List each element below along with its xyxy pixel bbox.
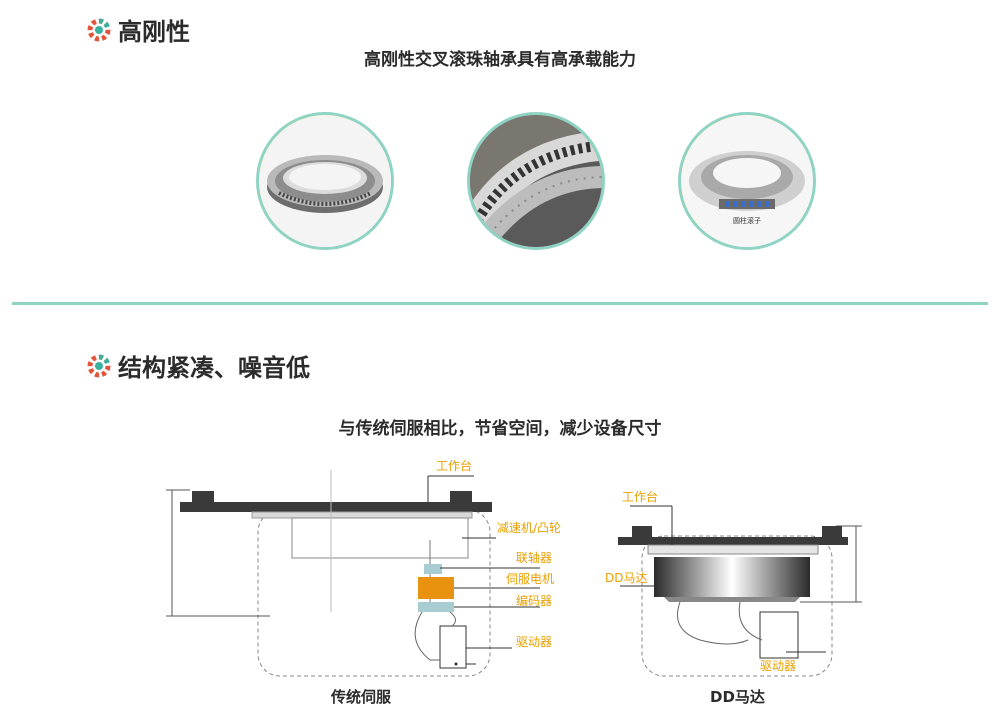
caption-traditional-servo: 传统伺服	[331, 688, 392, 706]
table-clamp	[632, 526, 652, 538]
section-subtitle: 与传统伺服相比，节省空间，减少设备尺寸	[338, 419, 662, 439]
section-subtitle: 高刚性交叉滚珠轴承具有高承载能力	[364, 50, 636, 70]
label-driver: 驱动器	[516, 635, 552, 649]
encoder-block	[418, 602, 454, 612]
label-coupling: 联轴器	[516, 550, 552, 565]
diagram-dd-motor: 工作台 DD马达 驱动器	[605, 489, 862, 677]
table-clamp	[192, 491, 214, 503]
diagram-traditional-servo: 工作台 减速机/凸轮 联轴器 伺服电机 编码器 驱动器	[166, 458, 561, 677]
section-title-compact: 结构紧凑、噪音低	[86, 348, 310, 383]
table-clamp	[450, 491, 472, 503]
gear-icon	[87, 18, 111, 41]
label-dd-motor: DD马达	[605, 571, 647, 585]
servo-motor-block	[418, 577, 454, 599]
section-title-rigidity: 高刚性	[86, 12, 190, 47]
driver-box	[759, 611, 799, 659]
label-table: 工作台	[622, 489, 658, 504]
bearing-photo-2	[467, 112, 605, 250]
table-clamp	[822, 526, 842, 538]
driver-box	[439, 625, 467, 669]
gear-icon	[87, 354, 111, 377]
label-reducer: 减速机/凸轮	[497, 521, 561, 535]
coupling-block	[424, 564, 442, 574]
enclosure-outline	[641, 535, 833, 677]
label-servo: 伺服电机	[506, 572, 554, 586]
label-driver: 驱动器	[760, 659, 796, 673]
label-table: 工作台	[436, 458, 472, 473]
work-table	[180, 502, 492, 512]
work-table	[618, 537, 848, 545]
section-title-text: 结构紧凑、噪音低	[118, 354, 310, 382]
reducer-block	[291, 517, 469, 559]
roller-label: 圆柱滚子	[733, 216, 761, 225]
bearing-photo-1	[256, 112, 394, 250]
section-divider	[12, 302, 988, 305]
bearing-photo-3: 圆柱滚子	[678, 112, 816, 250]
caption-dd-motor: DD马达	[710, 688, 765, 706]
label-encoder: 编码器	[516, 593, 552, 608]
dd-motor-block	[654, 557, 810, 597]
section-title-text: 高刚性	[118, 18, 190, 46]
